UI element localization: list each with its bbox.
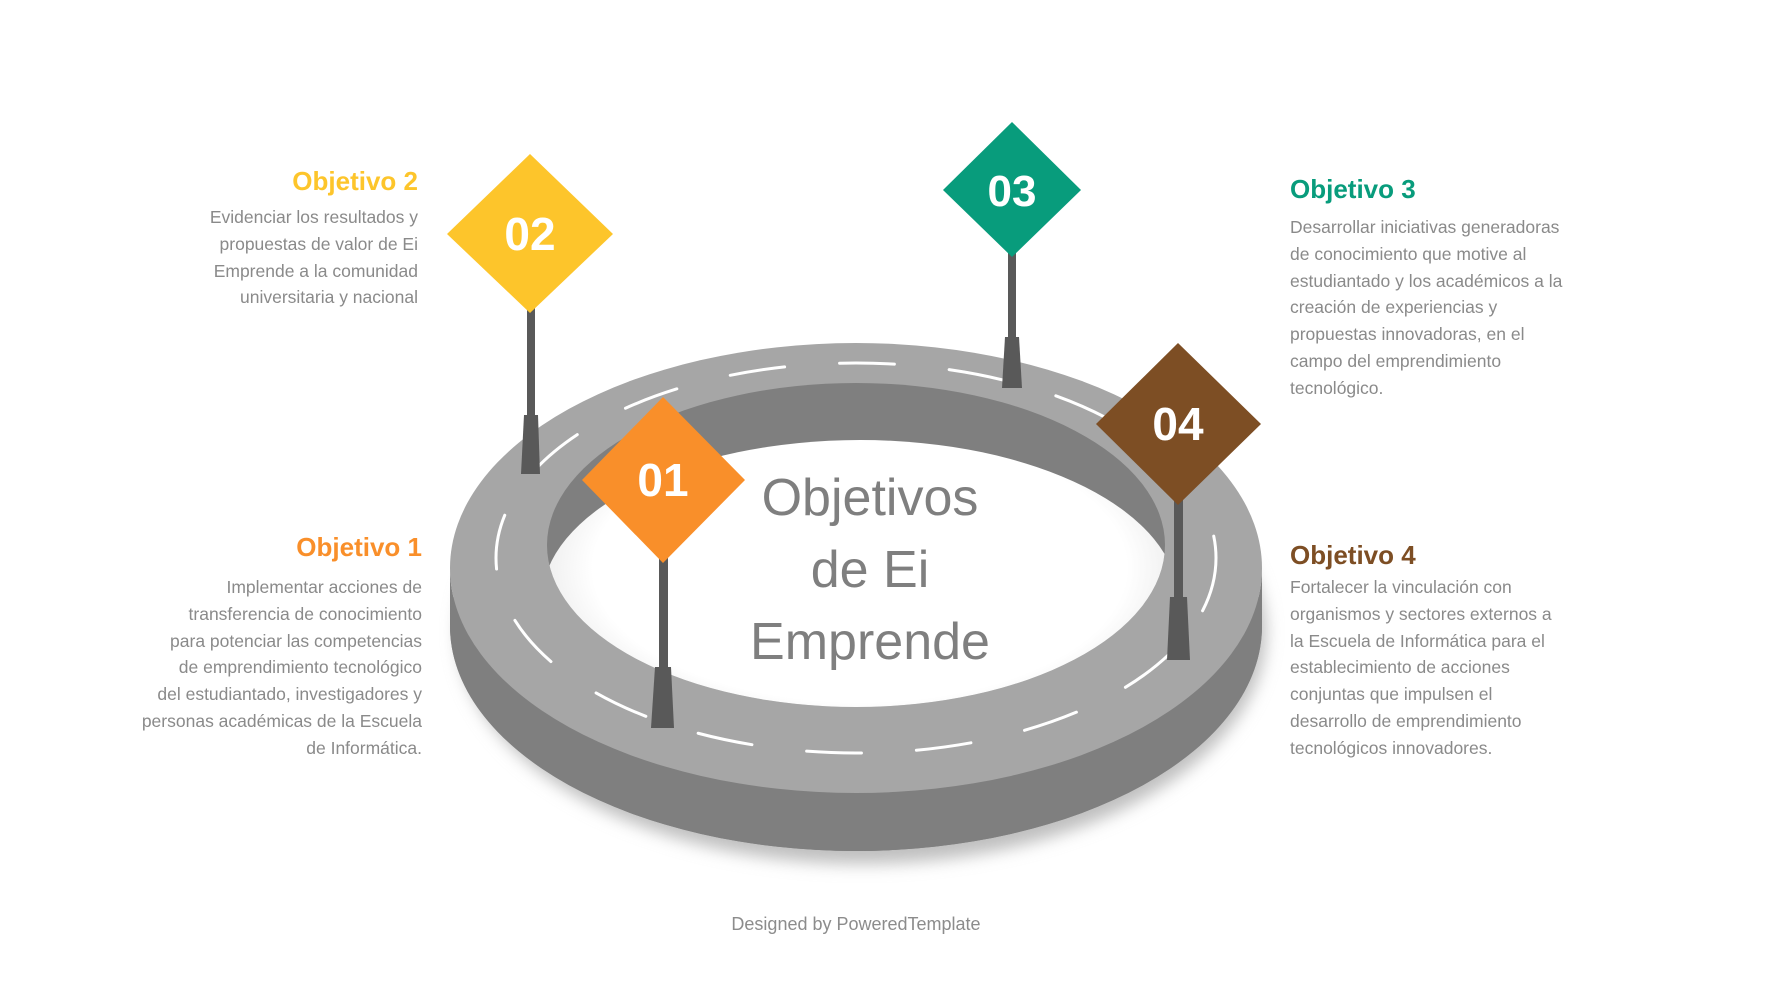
objective-1-text: Implementar acciones de transferencia de… xyxy=(141,577,422,758)
number-02: 02 xyxy=(504,208,555,260)
objective-3-text: Desarrollar iniciativas generadoras de c… xyxy=(1290,217,1563,398)
objective-3-block: Objetivo 3 Desarrollar iniciativas gener… xyxy=(1290,174,1630,402)
center-title-line: de Ei xyxy=(810,541,930,599)
road-center-line xyxy=(494,361,1218,755)
objective-2-block: Objetivo 2 Evidenciar los resultados y p… xyxy=(150,166,418,311)
objective-4-title: Objetivo 4 xyxy=(1290,540,1416,570)
objective-4-text: Fortalecer la vinculación con organismos… xyxy=(1290,577,1552,758)
objective-2-text: Evidenciar los resultados y propuestas d… xyxy=(209,207,418,308)
objective-2-title: Objetivo 2 xyxy=(292,166,418,196)
number-01: 01 xyxy=(637,454,688,506)
objective-3-title: Objetivo 3 xyxy=(1290,174,1416,204)
diamond-03[interactable] xyxy=(943,122,1081,257)
diamond-04[interactable] xyxy=(1096,343,1261,505)
diamond-01[interactable] xyxy=(582,397,745,563)
signpost-02: 02 xyxy=(447,154,613,474)
center-title-line: Emprende xyxy=(750,613,990,671)
signpost-03: 03 xyxy=(943,122,1081,388)
number-04: 04 xyxy=(1152,398,1204,450)
center-title: Objetivos de Ei Emprende xyxy=(700,462,1040,678)
footer-credit: Designed by PoweredTemplate xyxy=(731,914,981,934)
signpost-01: 01 xyxy=(582,397,745,728)
objective-1-title: Objetivo 1 xyxy=(296,532,422,562)
diamond-02[interactable] xyxy=(447,154,613,313)
center-title-line: Objetivos xyxy=(761,469,979,527)
objective-1-block: Objetivo 1 Implementar acciones de trans… xyxy=(90,532,422,762)
signpost-04: 04 xyxy=(1096,343,1261,660)
objective-4-block: Objetivo 4 Fortalecer la vinculación con… xyxy=(1290,540,1630,762)
number-03: 03 xyxy=(988,167,1037,216)
